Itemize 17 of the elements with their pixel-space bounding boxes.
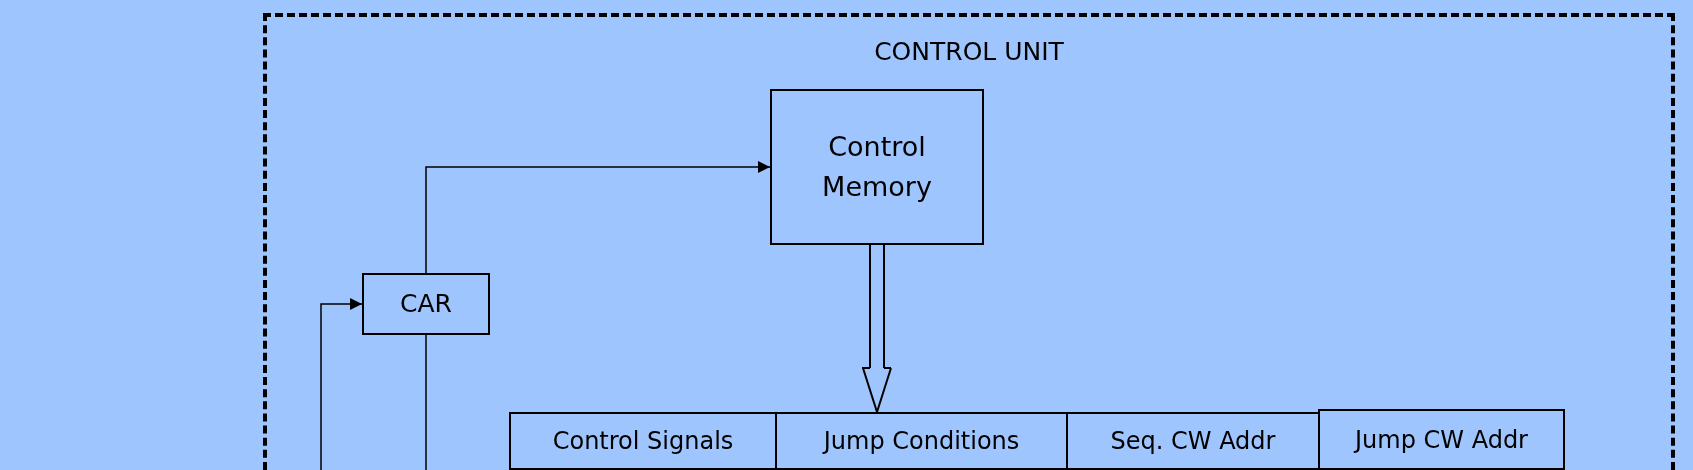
block-box (509, 412, 777, 470)
box-label: Control Memory (821, 129, 933, 204)
container-title: CONTROL UNIT (874, 36, 1064, 68)
box-label: CAR (400, 288, 452, 321)
control-unit-boundary (263, 13, 1675, 470)
block-box (1318, 409, 1565, 470)
block-box (362, 273, 490, 335)
block-box (775, 412, 1068, 470)
block-box (1066, 412, 1320, 470)
box-label: Jump Conditions (823, 426, 1020, 457)
arrow (425, 161, 771, 274)
arrow (320, 298, 363, 470)
block-box (770, 89, 984, 245)
box-label: Jump CW Addr (1355, 424, 1528, 456)
box-label: Control Signals (552, 426, 734, 457)
box-label: Seq. CW Addr (1110, 426, 1276, 457)
connector-line (425, 334, 427, 470)
